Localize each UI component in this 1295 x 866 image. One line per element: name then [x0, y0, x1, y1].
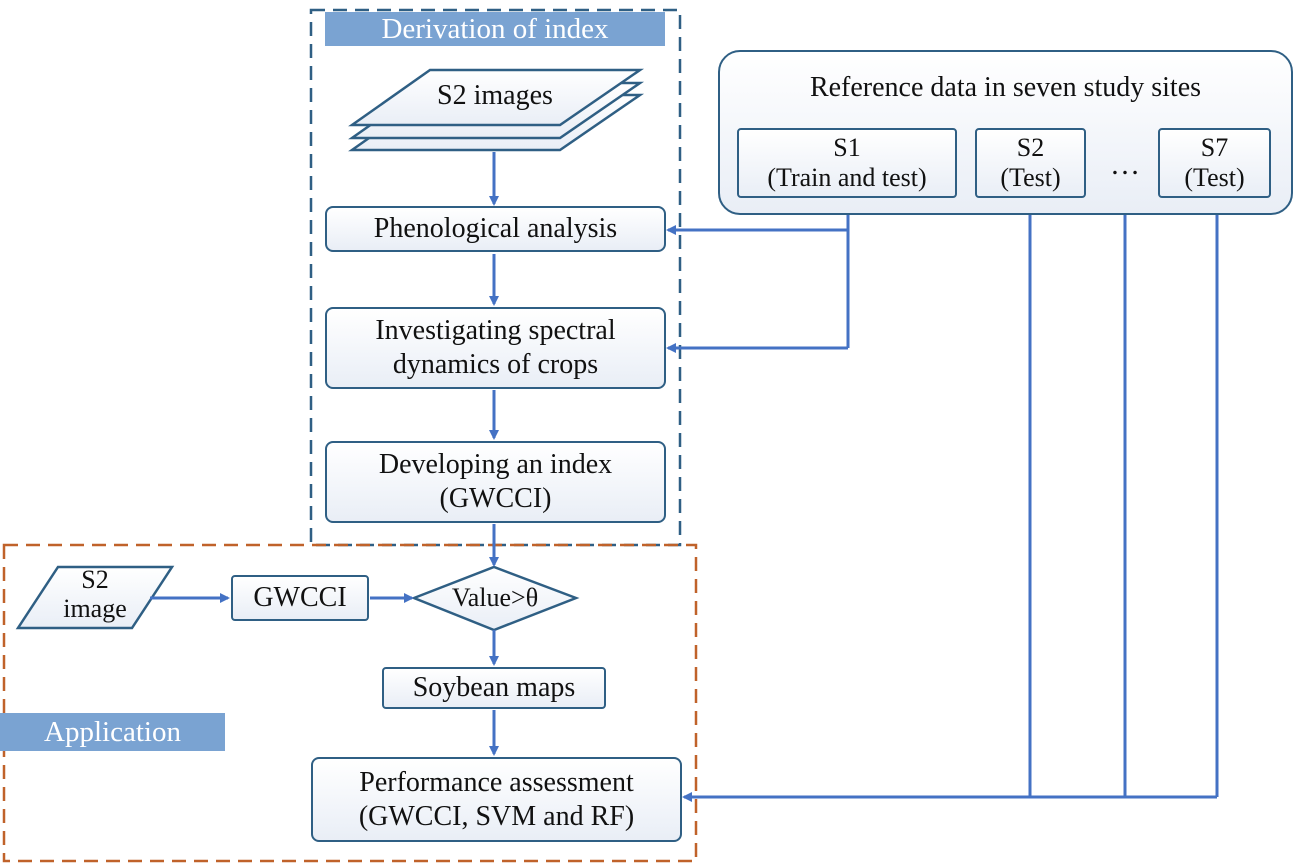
site-s7-name: S7 — [1200, 133, 1229, 163]
developing-index-box: Developing an index (GWCCI) — [325, 441, 666, 523]
s2-images-stack — [348, 68, 645, 152]
site-s1-box: S1 (Train and test) — [737, 128, 957, 198]
phenological-analysis-box: Phenological analysis — [325, 206, 666, 252]
sites-ellipsis: … — [1110, 148, 1140, 181]
soybean-maps-box: Soybean maps — [382, 667, 606, 709]
site-s2-role: (Test) — [1000, 163, 1061, 192]
s2-image-label: S2 image — [40, 565, 150, 623]
soybean-maps-label: Soybean maps — [412, 672, 576, 704]
site-s7-box: S7 (Test) — [1158, 128, 1271, 198]
site-s2-name: S2 — [1016, 133, 1045, 163]
spectral-dynamics-line1: Investigating spectral — [375, 315, 616, 347]
developing-index-line1: Developing an index — [378, 449, 613, 481]
site-s1-name: S1 — [833, 133, 861, 163]
s2-image-line2: image — [63, 593, 127, 623]
s2-image-line1: S2 — [81, 565, 109, 594]
performance-assessment-line1: Performance assessment — [359, 766, 634, 798]
gwcci-label: GWCCI — [253, 582, 347, 614]
s2-images-label: S2 images — [437, 80, 553, 111]
decision-label: Value>θ — [451, 583, 539, 612]
site-s7-role: (Test) — [1184, 163, 1245, 192]
derivation-title: Derivation of index — [325, 12, 665, 46]
gwcci-box: GWCCI — [231, 575, 369, 621]
performance-assessment-box: Performance assessment (GWCCI, SVM and R… — [311, 757, 682, 842]
s2-image-parallelogram — [15, 565, 175, 630]
developing-index-line2: (GWCCI) — [439, 483, 552, 514]
decision-diamond — [410, 565, 580, 632]
performance-assessment-line2: (GWCCI, SVM and RF) — [358, 800, 635, 832]
site-s1-role: (Train and test) — [767, 163, 927, 192]
spectral-dynamics-line2: dynamics of crops — [392, 349, 599, 380]
reference-data-title: Reference data in seven study sites — [809, 72, 1202, 103]
spectral-dynamics-box: Investigating spectral dynamics of crops — [325, 307, 666, 389]
application-title: Application — [0, 713, 225, 751]
phenological-analysis-label: Phenological analysis — [373, 213, 618, 245]
application-region-border — [2, 543, 698, 863]
site-s2-box: S2 (Test) — [975, 128, 1086, 198]
